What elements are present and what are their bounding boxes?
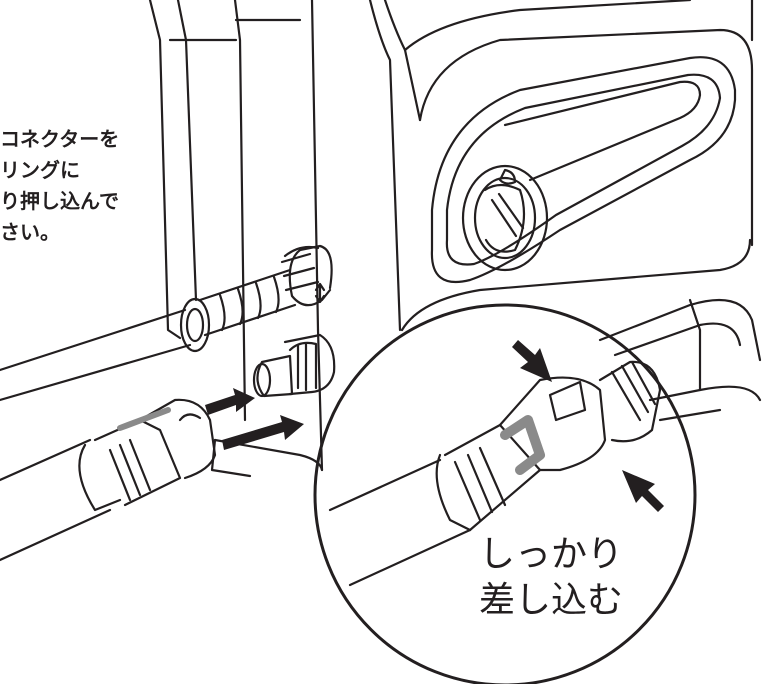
instruction-line-1: コネクターを [0,127,120,151]
handle-panel [430,56,737,284]
instruction-line-4: さい。 [0,220,60,244]
callout-line-2: 差し込む [478,580,623,621]
instruction-text: コネクターを リングに り押し込んで さい。 [0,124,170,248]
machine-body [148,0,754,478]
insert-arrows [205,388,304,450]
upper-hose-fitting [0,268,297,402]
squeeze-arrows [512,340,664,512]
instruction-line-2: リングに [0,158,80,182]
magnified-connector [328,360,662,587]
control-knob [461,164,549,272]
faucet-connector [252,333,336,398]
callout-line-1: しっかり [478,534,623,575]
upper-inlet [280,244,333,307]
lower-hose-connector [0,398,217,562]
magnifier-circle [313,303,697,684]
machine-stand [598,298,762,422]
instruction-line-3: り押し込んで [0,189,119,213]
insert-firmly-callout: しっかり 差し込む [436,532,666,624]
